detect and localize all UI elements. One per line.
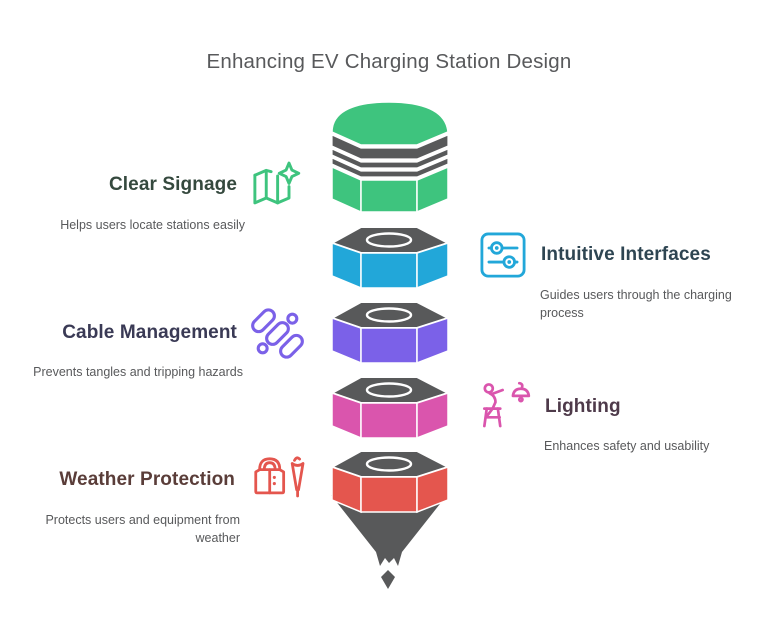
raincoat-umbrella-icon — [248, 454, 310, 507]
section-title: Cable Management — [62, 322, 237, 344]
section-lighting: Lighting Enhances safety and usability — [478, 380, 758, 456]
cap-dome — [331, 101, 449, 146]
section-cable-management: Cable Management Prevents tangles and tr… — [28, 304, 305, 382]
cap-band — [331, 157, 449, 178]
pencil-tip-point — [381, 570, 395, 589]
section-title: Weather Protection — [59, 469, 235, 491]
funnel-stack-diagram — [329, 101, 451, 589]
section-description: Enhances safety and usability — [544, 439, 710, 453]
stack-segment-lighting — [329, 376, 451, 440]
section-clear-signage: Clear Signage Helps users locate station… — [30, 156, 302, 235]
cables-icon — [250, 305, 305, 362]
cap-band — [331, 134, 449, 160]
section-weather-protection: Weather Protection Prote — [28, 450, 310, 547]
map-sparkle-icon — [250, 157, 302, 213]
section-title: Intuitive Interfaces — [541, 243, 711, 265]
section-description: Guides users through the charging proces… — [540, 288, 732, 320]
stack-segment-clear-signage — [331, 101, 449, 214]
stack-segment-intuitive-interfaces — [329, 226, 451, 290]
stack-segment-weather-protection — [329, 450, 451, 514]
section-intuitive-interfaces: Intuitive Interfaces Guides users throug… — [478, 228, 750, 322]
pencil-tip-cone — [331, 495, 447, 566]
section-description: Protects users and equipment from weathe… — [45, 513, 240, 545]
section-description: Helps users locate stations easily — [60, 218, 245, 232]
sliders-icon — [478, 229, 528, 281]
cap-band — [331, 148, 449, 169]
section-description: Prevents tangles and tripping hazards — [33, 365, 243, 379]
stack-segment-cable-management — [329, 301, 451, 365]
section-title: Lighting — [545, 396, 621, 418]
section-title: Clear Signage — [108, 173, 237, 195]
lamp-installation-icon — [478, 380, 532, 434]
page-title: Enhancing EV Charging Station Design — [206, 50, 572, 73]
